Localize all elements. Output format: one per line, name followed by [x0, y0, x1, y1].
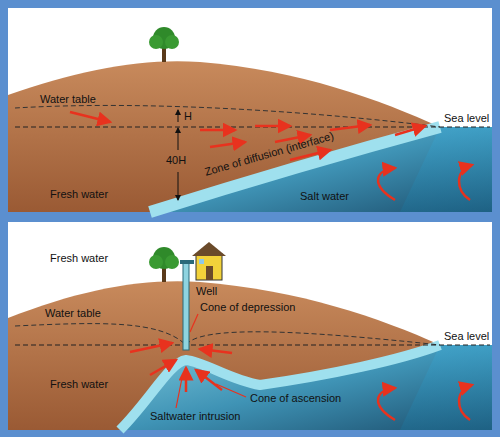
height-label: H: [184, 110, 192, 123]
water-table-label: Water table: [40, 93, 96, 106]
drawing-part: [150, 127, 440, 212]
drawing-part: [149, 35, 163, 49]
drawing-part: [255, 125, 290, 128]
drawing-part: [196, 254, 222, 280]
sea-level-label: Sea level: [444, 112, 489, 125]
drawing-part: [120, 345, 492, 430]
drawing-part: [70, 112, 472, 200]
depth-label: 40H: [166, 154, 186, 167]
cone-of-ascension-label: Cone of ascension: [250, 392, 341, 405]
drawing-part: [378, 168, 395, 200]
drawing-part: [200, 129, 235, 132]
fresh-water-label: Fresh water: [50, 252, 108, 265]
drawing-part: [150, 360, 176, 375]
drawing-part: [200, 349, 232, 353]
drawing-part: [199, 259, 204, 264]
salt-water-label: Salt water: [300, 190, 349, 203]
drawing-part: [15, 105, 440, 127]
drawing-part: [176, 378, 182, 408]
fresh-water-label: Fresh water: [50, 188, 108, 201]
drawing-part: [459, 165, 472, 200]
house: [192, 242, 226, 280]
sea-level-label: Sea level: [444, 330, 489, 343]
drawing-part: [459, 385, 472, 420]
drawing-part: [15, 345, 490, 346]
drawing-part: [8, 8, 492, 212]
water-table-label: Water table: [45, 307, 101, 320]
fresh-water-label: Fresh water: [50, 378, 108, 391]
tree: [149, 247, 179, 282]
drawing-part: [15, 324, 440, 345]
drawing-part: [183, 262, 189, 350]
drawing-part: [178, 128, 179, 150]
drawing-part: [165, 255, 179, 269]
drawing-part: [190, 314, 198, 332]
drawing-part: [165, 35, 179, 49]
drawing-part: [185, 368, 188, 392]
drawing-part: [130, 343, 172, 352]
drawing-part: [210, 142, 245, 147]
drawing-part: [149, 255, 163, 269]
bottom-panel: [8, 222, 492, 430]
drawing-part: [180, 260, 194, 264]
drawing-part: [178, 110, 179, 122]
well-label: Well: [196, 285, 217, 298]
drawing-part: [395, 126, 425, 135]
drawing-part: [196, 370, 222, 390]
tree: [149, 27, 179, 62]
cone-of-depression-label: Cone of depression: [200, 301, 295, 314]
drawing-part: [70, 112, 110, 122]
leader-lines: [176, 314, 246, 408]
drawing-part: [130, 343, 472, 420]
drawing-part: [216, 384, 246, 397]
saltwater-intrusion-label: Saltwater intrusion: [150, 410, 241, 423]
well: [180, 260, 194, 350]
drawing-part: [178, 172, 179, 200]
drawing-part: [120, 345, 440, 430]
drawing-part: [206, 266, 213, 280]
drawing-part: [8, 222, 492, 430]
drawing-part: [192, 242, 226, 256]
drawing-part: [378, 388, 395, 420]
drawing-part: [330, 125, 370, 130]
top-panel: [8, 8, 492, 212]
drawing-part: [150, 127, 492, 212]
